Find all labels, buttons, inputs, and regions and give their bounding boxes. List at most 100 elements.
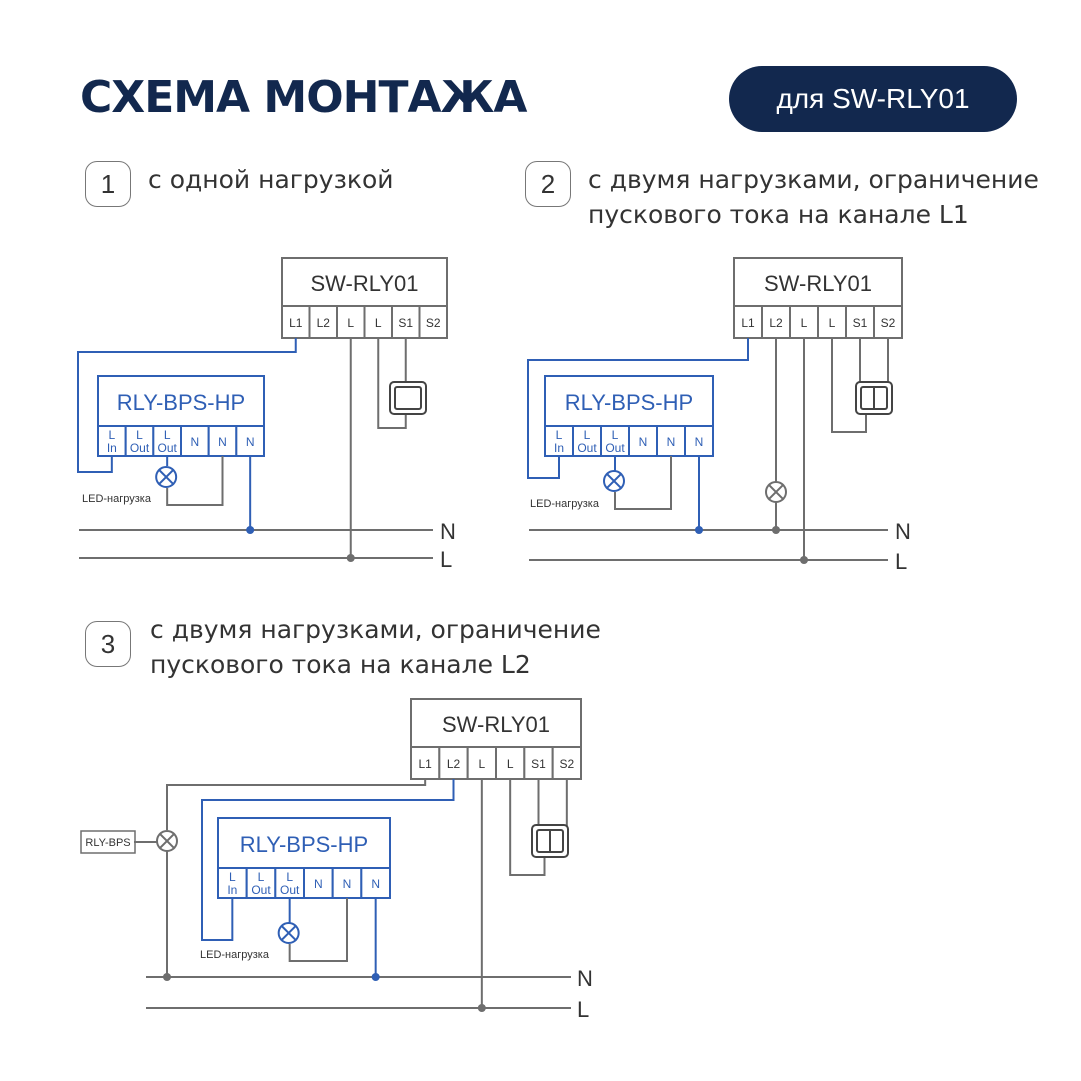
sw-terminal-label: L2 xyxy=(769,316,783,330)
bps-terminal-label: Out xyxy=(605,441,625,455)
bps-terminal-label: Out xyxy=(130,441,150,455)
bps-terminal-label: N xyxy=(667,435,676,449)
sw-rly01-block xyxy=(281,257,448,307)
sw-terminal-label: S2 xyxy=(426,316,441,330)
sw-terminal-label: L1 xyxy=(418,757,432,771)
rly-bps-hp-block xyxy=(544,375,714,427)
junction-dot xyxy=(695,526,703,534)
wire-l2-to-lin xyxy=(201,779,455,941)
bps-terminal-label: L xyxy=(136,428,143,442)
scheme-2-caption-line-2: пускового тока на канале L1 xyxy=(588,200,969,229)
lamp-cross xyxy=(767,483,785,501)
scheme-3-caption-line-1: с двумя нагрузками, ограничение xyxy=(150,615,601,644)
led-load-label: LED-нагрузка xyxy=(82,493,152,505)
bps-terminal-label: N xyxy=(343,877,352,891)
sw-terminal-label: L1 xyxy=(741,316,755,330)
sw-terminal-label: L xyxy=(478,757,485,771)
scheme-1-caption-line: с одной нагрузкой xyxy=(148,165,394,194)
switch-key xyxy=(394,386,422,410)
scheme-3-caption: с двумя нагрузками, ограничение пусковог… xyxy=(150,612,601,682)
bps-terminal xyxy=(628,425,658,457)
bps-terminal xyxy=(124,425,155,457)
wire-switch-loop xyxy=(509,779,546,876)
sw-terminal-label: L xyxy=(507,757,514,771)
scheme-1-caption: с одной нагрузкой xyxy=(148,162,394,197)
wire-led-return xyxy=(166,456,224,506)
bus-n-label: N xyxy=(895,519,911,544)
wire-switch-loop xyxy=(831,338,867,433)
rly-bps-hp-label: RLY-BPS-HP xyxy=(565,390,693,415)
sw-rly01-label: SW-RLY01 xyxy=(442,712,550,737)
lamp-cross xyxy=(158,832,176,850)
bps-terminal-label: Out xyxy=(577,441,597,455)
bps-terminal-label: N xyxy=(190,435,199,449)
junction-dot xyxy=(800,556,808,564)
lamp-cross xyxy=(157,468,175,486)
bps-terminal-label: Out xyxy=(280,883,300,897)
wire-l1-to-lin xyxy=(527,338,749,479)
lamp-cross xyxy=(280,924,298,942)
sw-terminal-label: L xyxy=(375,316,382,330)
led-load-label: LED-нагрузка xyxy=(200,949,270,961)
scheme-2-caption-line-1: с двумя нагрузками, ограничение xyxy=(588,165,1039,194)
sw-terminal-label: S1 xyxy=(398,316,413,330)
bus-n-label: N xyxy=(440,519,456,544)
sw-terminal-l2 xyxy=(308,305,338,339)
junction-dot xyxy=(772,526,780,534)
sw-terminal-label: L2 xyxy=(317,316,331,330)
sw-rly01-label: SW-RLY01 xyxy=(310,271,418,296)
bus-l-label: L xyxy=(440,547,452,572)
sw-terminal-label: S1 xyxy=(531,757,546,771)
bps-terminal-label: L xyxy=(584,428,591,442)
scheme-3-caption-line-2: пускового тока на канале L2 xyxy=(150,650,531,679)
bps-terminal-label: L xyxy=(229,870,236,884)
bps-terminal-label: L xyxy=(258,870,265,884)
sw-terminal-label: S2 xyxy=(881,316,896,330)
lamp-cross xyxy=(605,472,623,490)
bus-l-label: L xyxy=(577,997,589,1022)
junction-dot xyxy=(163,973,171,981)
bps-terminal-label: L xyxy=(286,870,293,884)
sw-terminal-label: S1 xyxy=(853,316,868,330)
bps-terminal-label: N xyxy=(246,435,255,449)
bps-terminal xyxy=(684,425,714,457)
sw-rly01-block xyxy=(733,257,903,307)
rly-bps-hp-label: RLY-BPS-HP xyxy=(117,390,245,415)
rly-bps-hp-block xyxy=(97,375,265,427)
sw-terminal-l1 xyxy=(410,746,441,780)
bus-n-label: N xyxy=(577,966,593,991)
rly-bps-hp-label: RLY-BPS-HP xyxy=(240,832,368,857)
bps-terminal-label: Out xyxy=(251,883,271,897)
bps-terminal xyxy=(180,425,210,457)
wire-l1-load xyxy=(166,779,427,830)
junction-dot xyxy=(477,1004,486,1012)
junction-dot xyxy=(346,554,355,562)
switch-icon xyxy=(389,381,427,415)
sw-terminal-label: L xyxy=(829,316,836,330)
scheme-1-number: 1 xyxy=(85,161,131,207)
bps-terminal-label: L xyxy=(108,428,115,442)
bus-l-label: L xyxy=(895,549,907,574)
bps-terminal-label: L xyxy=(612,428,619,442)
page-title: СХЕМА МОНТАЖА xyxy=(80,72,527,123)
sw-terminal-label: S2 xyxy=(559,757,574,771)
bps-terminal-label: In xyxy=(227,883,237,897)
scheme-2-number: 2 xyxy=(525,161,571,207)
bps-terminal-label: N xyxy=(695,435,704,449)
bps-terminal-label: L xyxy=(556,428,563,442)
led-load-label: LED-нагрузка xyxy=(530,498,600,510)
sw-terminal-s1 xyxy=(845,305,875,339)
bps-terminal-label: N xyxy=(314,877,323,891)
bps-terminal-label: In xyxy=(107,441,117,455)
rly-bps-hp-block xyxy=(217,817,391,869)
sw-terminal-label: L1 xyxy=(289,316,303,330)
bps-terminal-label: L xyxy=(164,428,171,442)
sw-terminal-label: L2 xyxy=(447,757,461,771)
wire-led-return xyxy=(288,898,348,962)
sw-terminal-s2 xyxy=(418,305,448,339)
sw-terminal-s2 xyxy=(551,746,583,780)
bps-terminal-label: N xyxy=(639,435,648,449)
wire-l1-to-lin xyxy=(77,338,297,473)
sw-terminal-label: L xyxy=(801,316,808,330)
